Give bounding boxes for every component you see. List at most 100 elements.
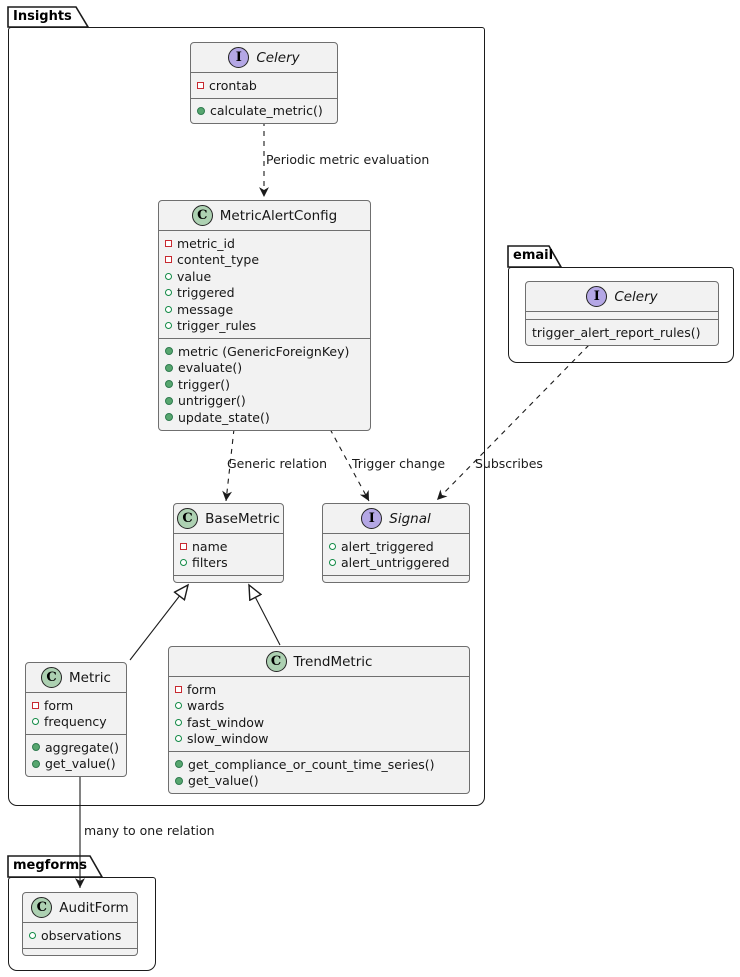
member-label: observations	[41, 927, 122, 943]
public-field-icon	[180, 559, 187, 567]
member-label: frequency	[44, 714, 107, 730]
public-method-icon	[165, 413, 173, 422]
private-field-icon	[32, 701, 39, 709]
public-field-icon	[29, 931, 36, 939]
public-field-icon	[165, 289, 172, 297]
class-title: C Metric	[26, 663, 126, 693]
class-title: C AuditForm	[23, 893, 137, 923]
class-icon: C	[265, 651, 287, 672]
member-label: get_value()	[188, 773, 259, 789]
class-name: BaseMetric	[205, 510, 280, 527]
member-row: wards	[175, 698, 463, 715]
public-method-icon	[32, 743, 40, 752]
public-field-icon	[165, 272, 172, 280]
member-label: get_compliance_or_count_time_series()	[188, 756, 435, 772]
member-label: aggregate()	[45, 739, 120, 755]
member-label: slow_window	[187, 731, 269, 747]
edge-label-trigger-change: Trigger change	[352, 456, 446, 471]
member-label: alert_triggered	[341, 538, 434, 554]
class-box-audit-form: C AuditForm observations	[22, 892, 138, 956]
public-method-icon	[175, 760, 183, 769]
private-field-icon	[180, 542, 187, 550]
member-label: value	[177, 268, 212, 284]
member-label: message	[177, 301, 234, 317]
edge-label-subscribes: Subscribes	[475, 456, 543, 471]
class-title: I Celery	[526, 282, 718, 312]
member-label: trigger()	[178, 376, 230, 392]
edge-label-generic-relation: Generic relation	[227, 456, 328, 471]
class-name: Celery	[256, 49, 300, 66]
interface-icon: I	[586, 286, 608, 307]
member-row: name	[180, 538, 277, 555]
member-row: content_type	[165, 252, 364, 269]
methods-section: metric (GenericForeignKey)evaluate()trig…	[159, 338, 370, 430]
member-row: alert_untriggered	[329, 555, 463, 572]
member-row: crontab	[197, 77, 331, 94]
megforms-package-label: megforms	[13, 858, 87, 873]
public-method-icon	[32, 759, 40, 768]
member-row: form	[175, 681, 463, 698]
member-row: trigger_rules	[165, 318, 364, 335]
methods-section-empty	[23, 947, 137, 955]
member-label: triggered	[177, 285, 235, 301]
public-field-icon	[165, 305, 172, 313]
member-label: filters	[192, 555, 228, 571]
class-name: Celery	[614, 288, 658, 305]
member-row: slow_window	[175, 731, 463, 748]
member-label: untrigger()	[178, 393, 246, 409]
member-row: get_compliance_or_count_time_series()	[175, 756, 463, 773]
class-name: AuditForm	[59, 899, 129, 916]
member-label: name	[192, 538, 228, 554]
member-row: aggregate()	[32, 739, 120, 756]
member-row: observations	[29, 927, 131, 944]
methods-section: calculate_metric()	[191, 97, 337, 124]
public-method-icon	[165, 363, 173, 372]
member-row: metric_id	[165, 235, 364, 252]
public-field-icon	[329, 542, 336, 550]
class-name: TrendMetric	[293, 653, 373, 670]
edge-label-periodic: Periodic metric evaluation	[266, 152, 430, 167]
class-icon: C	[31, 897, 53, 918]
member-row: evaluate()	[165, 360, 364, 377]
class-icon: C	[177, 508, 199, 529]
methods-section-empty	[174, 575, 283, 582]
member-label: get_value()	[45, 756, 116, 772]
public-field-icon	[165, 322, 172, 330]
member-label: metric (GenericForeignKey)	[178, 343, 350, 359]
class-name: Signal	[389, 510, 431, 527]
member-row: triggered	[165, 285, 364, 302]
public-field-icon	[175, 735, 182, 743]
private-field-icon	[197, 81, 204, 89]
class-icon: C	[191, 205, 213, 226]
class-icon: C	[41, 667, 62, 688]
interface-box-celery-email: I Celery trigger_alert_report_rules()	[525, 281, 719, 346]
member-row: get_value()	[32, 756, 120, 773]
member-label: trigger_alert_report_rules()	[532, 324, 701, 340]
insights-package-label: Insights	[13, 9, 72, 24]
member-row: fast_window	[175, 714, 463, 731]
member-row: untrigger()	[165, 393, 364, 410]
class-title: C MetricAlertConfig	[159, 201, 370, 231]
member-label: crontab	[209, 77, 257, 93]
fields-section: observations	[23, 923, 137, 948]
member-row: form	[32, 697, 120, 714]
class-name: Metric	[69, 669, 111, 686]
member-label: content_type	[177, 252, 260, 268]
methods-section: aggregate()get_value()	[26, 734, 126, 776]
fields-section: crontab	[191, 73, 337, 98]
public-field-icon	[175, 718, 182, 726]
member-row: metric (GenericForeignKey)	[165, 343, 364, 360]
private-field-icon	[165, 256, 172, 264]
member-row: trigger()	[165, 376, 364, 393]
member-row: alert_triggered	[329, 538, 463, 555]
